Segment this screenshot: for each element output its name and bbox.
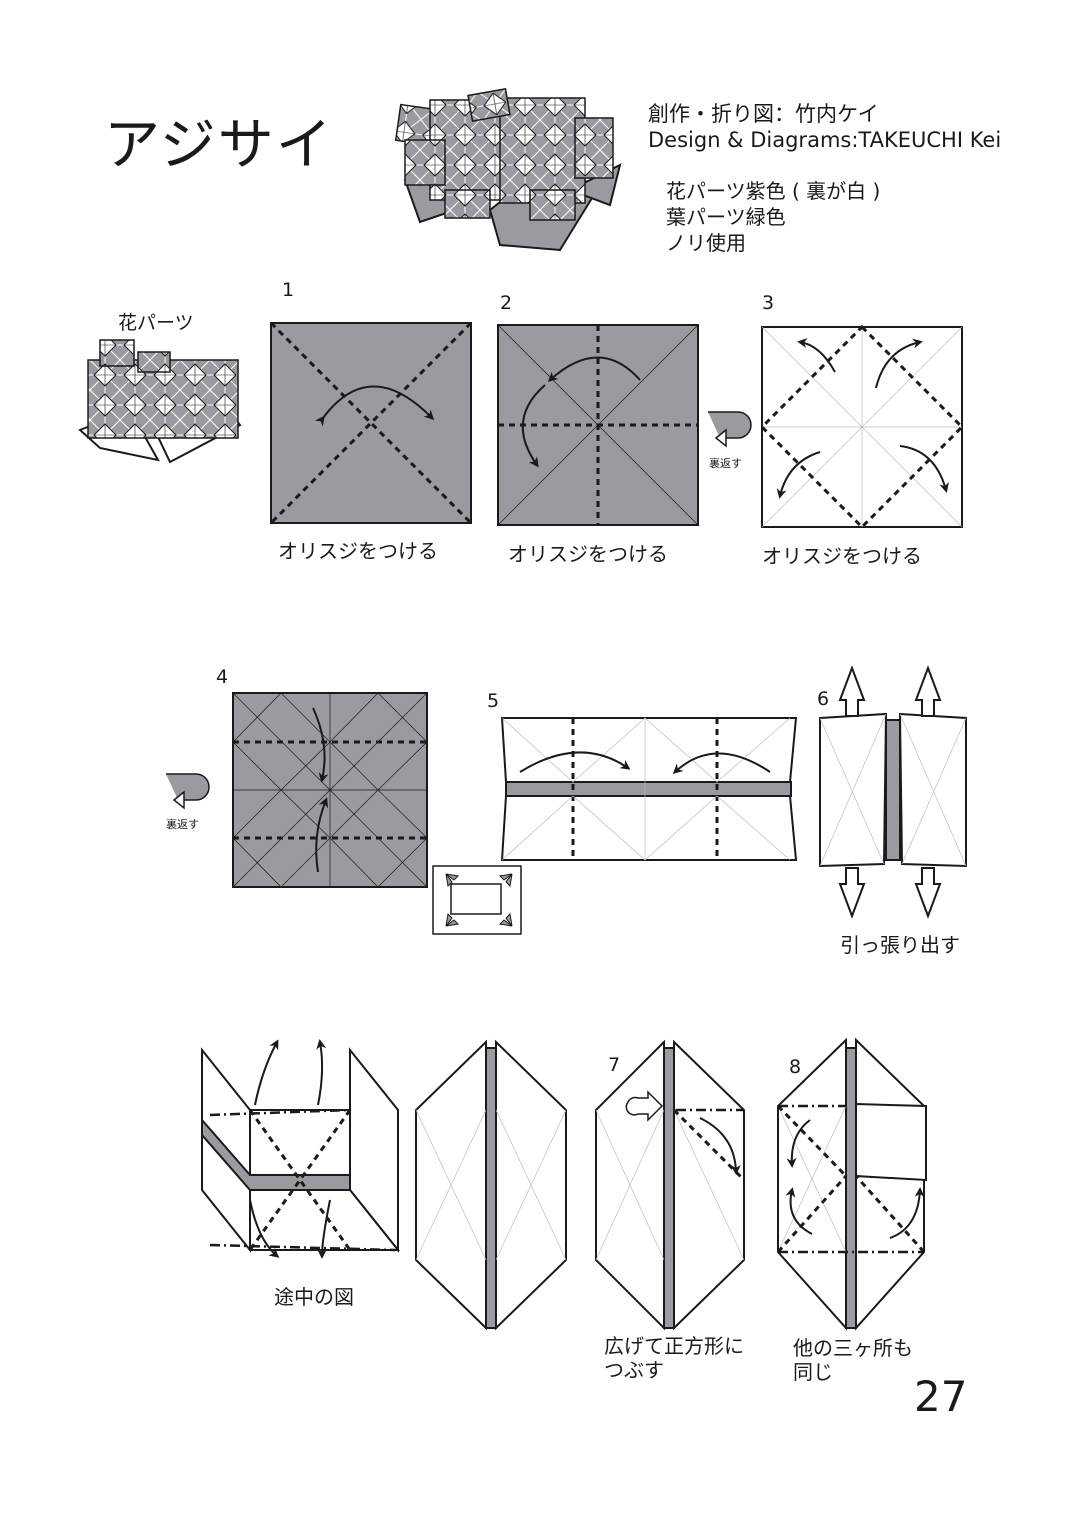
step-4-number: 4	[216, 666, 229, 688]
credit-block: 創作・折り図：竹内ケイ Design & Diagrams:TAKEUCHI K…	[648, 101, 1001, 153]
step-2-diagram	[497, 324, 699, 526]
step-3-caption: オリスジをつける	[762, 544, 922, 568]
step-8-caption: 他の三ヶ所も 同じ	[793, 1336, 913, 1384]
page-number: 27	[914, 1372, 968, 1421]
step-4-diagram	[232, 692, 428, 888]
step-3-number: 3	[762, 292, 775, 314]
info-line-2: 葉パーツ緑色	[666, 205, 786, 229]
step-6-number: 6	[817, 688, 830, 710]
step-5-diagram	[500, 717, 798, 861]
step-7-caption: 広げて正方形に つぶす	[604, 1334, 744, 1382]
finished-model-illustration	[394, 88, 622, 252]
step-1-number: 1	[282, 279, 295, 301]
credit-en: Design & Diagrams:TAKEUCHI Kei	[648, 128, 1002, 152]
enlarge-icon	[432, 865, 522, 935]
step-6-diagram	[819, 665, 967, 919]
midway-caption: 途中の図	[274, 1285, 354, 1309]
step-7-diagram	[595, 1039, 746, 1331]
step-8-number: 8	[789, 1056, 802, 1078]
step-2-caption: オリスジをつける	[508, 542, 668, 566]
step-2-number: 2	[500, 292, 513, 314]
step-3-diagram	[759, 324, 965, 530]
credit-jp: 創作・折り図：竹内ケイ	[648, 102, 879, 126]
info-line-3: ノリ使用	[666, 231, 746, 255]
flower-part-illustration	[78, 339, 242, 464]
part-label: 花パーツ	[118, 312, 194, 334]
step-8-diagram	[776, 1037, 927, 1331]
step-5-number: 5	[487, 690, 500, 712]
turn-over-icon-2	[166, 773, 210, 810]
turn-over-label-2: 裏返す	[166, 818, 199, 831]
page-title: アジサイ	[104, 113, 334, 178]
step-1-diagram	[269, 321, 473, 525]
midway-diagram	[201, 1039, 401, 1259]
turn-over-icon-1	[708, 411, 752, 448]
info-line-1: 花パーツ紫色 ( 裏が白 )	[666, 179, 881, 203]
materials-info: 花パーツ紫色 ( 裏が白 ) 葉パーツ緑色 ノリ使用	[666, 178, 880, 256]
step-7-number: 7	[608, 1054, 621, 1076]
step-1-caption: オリスジをつける	[278, 539, 438, 563]
collapsed-diagram	[415, 1039, 567, 1331]
step-6-caption: 引っ張り出す	[840, 933, 960, 957]
turn-over-label-1: 裏返す	[709, 457, 742, 470]
